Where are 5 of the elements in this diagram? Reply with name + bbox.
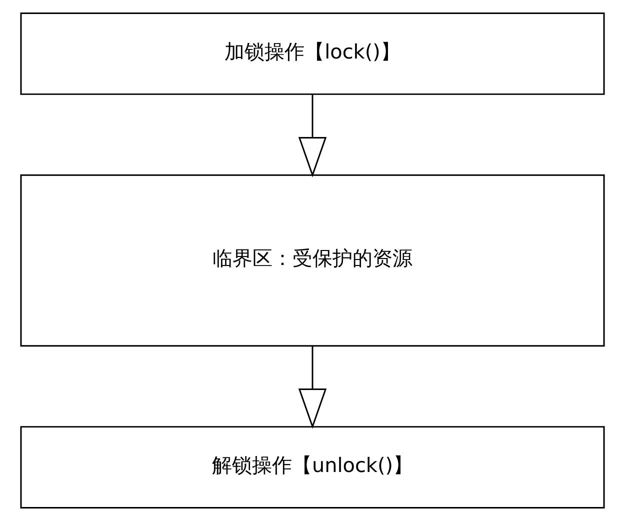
arrow (298, 94, 326, 178)
node-box: 解锁操作【unlock()】 (20, 426, 604, 509)
node-box: 临界区：受保护的资源 (20, 174, 604, 347)
node-box: 加锁操作【lock()】 (20, 12, 604, 95)
arrow (298, 346, 326, 429)
